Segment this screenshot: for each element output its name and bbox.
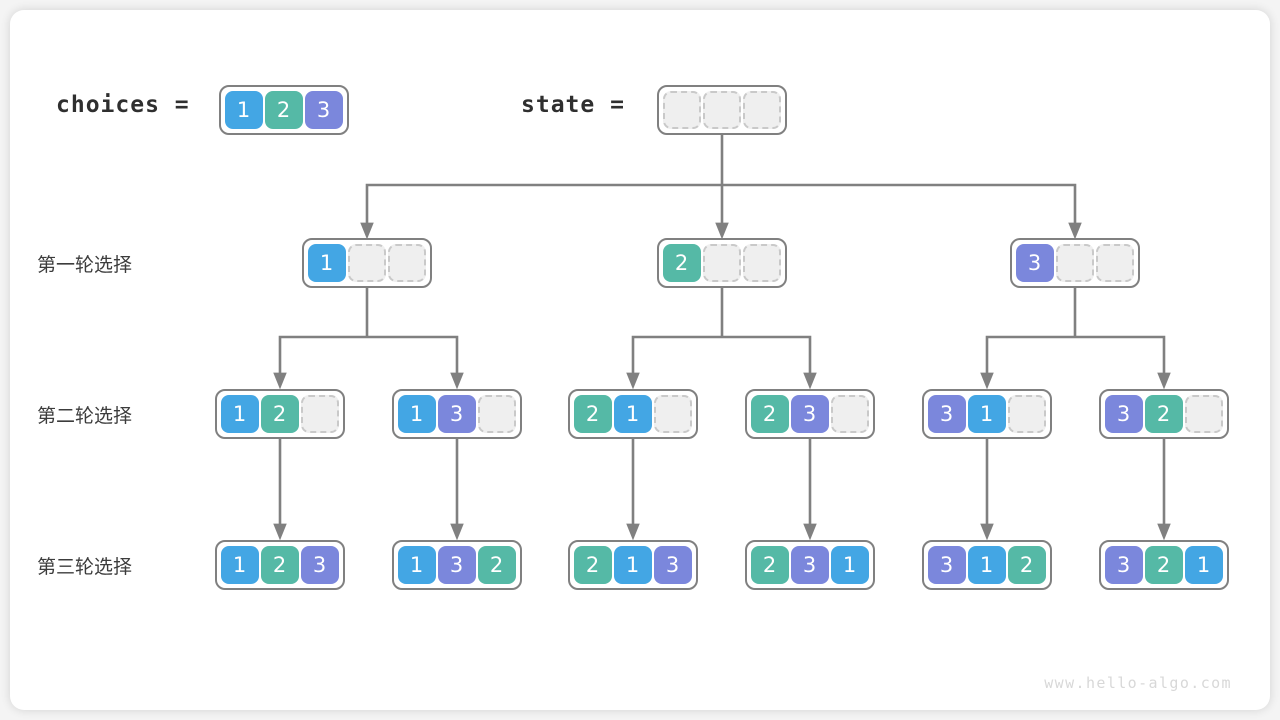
array-cell-3: 3 bbox=[300, 546, 339, 584]
array-cell-3: 3 bbox=[790, 395, 829, 433]
array-cell-1: 1 bbox=[967, 395, 1006, 433]
array-cell-empty bbox=[702, 244, 741, 282]
array-cell-2: 2 bbox=[573, 395, 612, 433]
array-cell-empty bbox=[1007, 395, 1046, 433]
row-label-round-2: 第二轮选择 bbox=[37, 405, 133, 427]
array-cell-3: 3 bbox=[1015, 244, 1054, 282]
choices-label: choices = bbox=[56, 92, 190, 118]
array-cell-3: 3 bbox=[1104, 395, 1143, 433]
array-cell-1: 1 bbox=[307, 244, 346, 282]
array-cell-3: 3 bbox=[304, 91, 343, 129]
array-cell-empty bbox=[742, 91, 781, 129]
array-cell-empty bbox=[662, 91, 701, 129]
array-cell-3: 3 bbox=[437, 546, 476, 584]
array-cell-empty bbox=[742, 244, 781, 282]
level1-array-box-2: 2 bbox=[656, 238, 787, 288]
array-cell-1: 1 bbox=[224, 91, 263, 129]
array-cell-2: 2 bbox=[477, 546, 516, 584]
array-cell-1: 1 bbox=[397, 395, 436, 433]
state-array-box bbox=[656, 85, 787, 135]
watermark: www.hello-algo.com bbox=[1044, 674, 1232, 692]
level1-array-box-1: 1 bbox=[301, 238, 432, 288]
array-cell-empty bbox=[1184, 395, 1223, 433]
array-cell-2: 2 bbox=[264, 91, 303, 129]
array-cell-2: 2 bbox=[1007, 546, 1046, 584]
array-cell-1: 1 bbox=[220, 546, 259, 584]
array-cell-1: 1 bbox=[220, 395, 259, 433]
array-cell-empty bbox=[653, 395, 692, 433]
array-cell-1: 1 bbox=[613, 395, 652, 433]
row-label-round-3: 第三轮选择 bbox=[37, 556, 133, 578]
array-cell-3: 3 bbox=[1104, 546, 1143, 584]
array-cell-empty bbox=[702, 91, 741, 129]
array-cell-2: 2 bbox=[662, 244, 701, 282]
array-cell-empty bbox=[387, 244, 426, 282]
row-label-round-1: 第一轮选择 bbox=[37, 254, 133, 276]
array-cell-1: 1 bbox=[613, 546, 652, 584]
array-cell-empty bbox=[300, 395, 339, 433]
array-cell-empty bbox=[347, 244, 386, 282]
array-cell-2: 2 bbox=[750, 546, 789, 584]
level1-array-box-3: 3 bbox=[1009, 238, 1140, 288]
array-cell-3: 3 bbox=[790, 546, 829, 584]
array-cell-1: 1 bbox=[397, 546, 436, 584]
array-cell-1: 1 bbox=[1184, 546, 1223, 584]
array-cell-3: 3 bbox=[653, 546, 692, 584]
state-label: state = bbox=[521, 92, 625, 118]
array-cell-2: 2 bbox=[573, 546, 612, 584]
array-cell-empty bbox=[1055, 244, 1094, 282]
array-cell-3: 3 bbox=[927, 395, 966, 433]
array-cell-empty bbox=[830, 395, 869, 433]
array-cell-2: 2 bbox=[260, 395, 299, 433]
array-cell-3: 3 bbox=[437, 395, 476, 433]
array-cell-empty bbox=[1095, 244, 1134, 282]
array-cell-3: 3 bbox=[927, 546, 966, 584]
array-cell-1: 1 bbox=[830, 546, 869, 584]
array-cell-2: 2 bbox=[1144, 395, 1183, 433]
array-cell-2: 2 bbox=[1144, 546, 1183, 584]
array-cell-1: 1 bbox=[967, 546, 1006, 584]
array-cell-empty bbox=[477, 395, 516, 433]
array-cell-2: 2 bbox=[260, 546, 299, 584]
array-cell-2: 2 bbox=[750, 395, 789, 433]
